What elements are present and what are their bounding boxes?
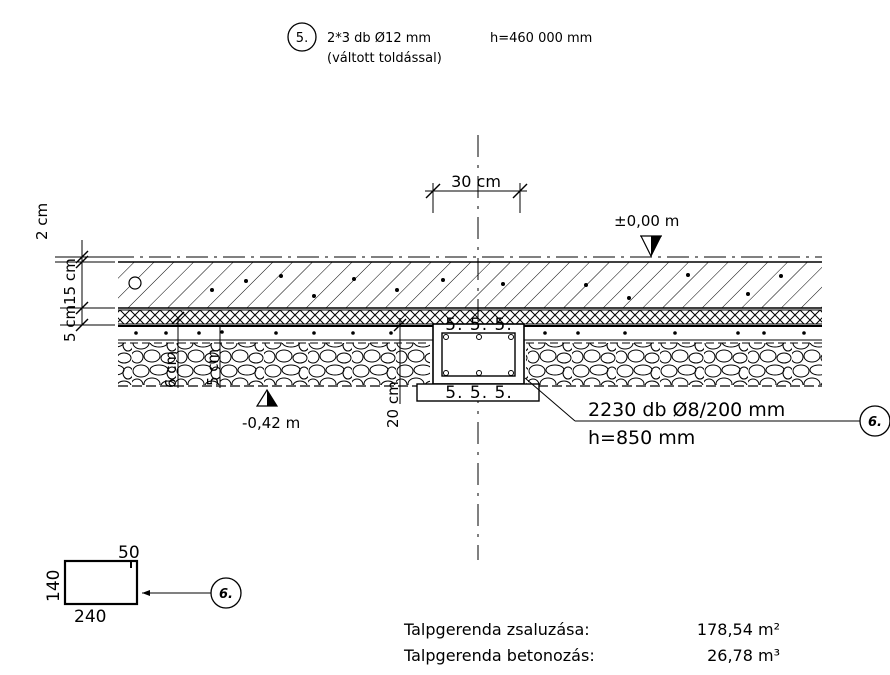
quantity-label-formwork: Talpgerenda zsaluzása: [403, 620, 590, 639]
gravel-layer-left [118, 343, 430, 385]
detail-dim-bottom: 240 [74, 607, 106, 627]
rebar-icon [128, 276, 142, 290]
gravel-layer-right [526, 343, 822, 385]
level-top-label: ±0,00 m [614, 212, 679, 230]
callout-6-circle [859, 405, 890, 437]
beam-label-top: 5. 5. 5. [445, 315, 512, 335]
dim-6cm-label: 6 cm [162, 351, 180, 388]
detail-callout-label: 6. [219, 587, 233, 602]
stirrup-detail [63, 559, 139, 606]
detail-dim-side: 140 [44, 570, 64, 602]
dim-5cm-b-label: 5 cm [204, 349, 222, 386]
bar-length: h=460 000 mm [490, 31, 592, 46]
dim-5cm-label: 5 cm [61, 305, 79, 342]
concrete-slab [118, 262, 822, 308]
dim-30-label: 30 cm [451, 172, 501, 191]
bar-note: (váltott toldással) [327, 51, 442, 66]
stirrup-length: h=850 mm [588, 427, 695, 449]
lean-concrete [416, 383, 540, 402]
callout-6-label: 6. [868, 415, 882, 430]
bar-spec: 2*3 db Ø12 mm [327, 31, 431, 46]
stirrup-spec: 2230 db Ø8/200 mm [588, 399, 785, 421]
quantity-value-formwork: 178,54 m² [697, 620, 780, 639]
callout-5-label: 5. [296, 31, 308, 46]
waterproof-layer [118, 310, 822, 324]
callout-5-circle [287, 22, 317, 52]
dim-15cm-label: 15 cm [61, 258, 79, 305]
stirrup-leader [524, 377, 576, 422]
stirrup [441, 332, 516, 377]
quantity-label-concrete: Talpgerenda betonozás: [403, 646, 595, 665]
detail-dim-top: 50 [118, 543, 140, 563]
beam-label-bottom: 5. 5. 5. [445, 383, 512, 403]
detail-callout-circle [210, 577, 242, 609]
quantity-value-concrete: 26,78 m³ [707, 646, 780, 665]
dim-2cm-label: 2 cm [33, 203, 51, 240]
dim-20cm-label: 20 cm [384, 381, 402, 428]
level-bottom-label: -0,42 m [242, 414, 300, 432]
